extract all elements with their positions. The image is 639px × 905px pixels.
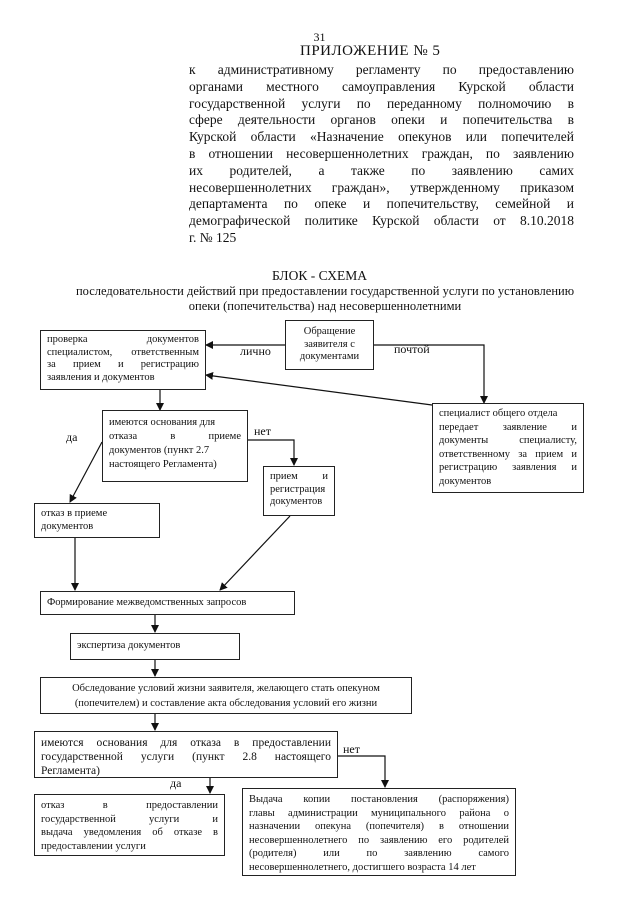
box-line: государственной услуги и: [41, 813, 218, 825]
appendix-text: к административному регламенту по предос…: [189, 62, 574, 247]
box-refusal-grounds-1: имеются основания для отказа в приеме до…: [102, 410, 248, 482]
box-line: (попечителем) и составление акта обследо…: [74, 698, 378, 709]
arrow-grounds2-no: [338, 755, 389, 788]
page-number: 31: [313, 30, 326, 44]
box-resolution-issue: Выдача копии постановления (распоряжения…: [242, 788, 516, 876]
appendix-line: к административному регламенту по предос…: [189, 62, 574, 77]
box-line: (родителя) или по заявлению самого: [249, 848, 509, 859]
arrow-reception-to-interagency: [219, 515, 291, 591]
box-line: назначении опекуна (попечителя) в отноше…: [249, 821, 509, 832]
scheme-subtitle-line: последовательности действий при предоста…: [75, 284, 575, 298]
box-line: специалистом, ответственным: [47, 346, 199, 358]
box-line: документы специалисту,: [439, 435, 577, 446]
arrow-grounds-yes: [69, 441, 103, 503]
scheme-title: БЛОК - СХЕМА: [272, 268, 367, 283]
box-line: экспертиза документов: [77, 640, 181, 651]
box-document-check: проверка документов специалистом, ответс…: [40, 330, 206, 390]
box-line: отказа в приеме: [109, 431, 241, 442]
box-line: Формирование межведомственных запросов: [47, 597, 247, 608]
appendix-line: Курской области «Назначение опекунов или…: [189, 129, 574, 145]
appendix-line: в отношении несовершеннолетних граждан, …: [189, 145, 574, 161]
box-line: ответственному за прием и: [439, 448, 577, 460]
box-line: передает заявление и: [439, 421, 577, 433]
scheme-subtitle: последовательности действий при предоста…: [60, 284, 590, 314]
box-line: Выдача копии постановления (распоряжения…: [249, 794, 509, 805]
box-line: документов: [41, 521, 94, 532]
box-line: регистрацию заявления и: [439, 462, 577, 473]
box-line: имеются основания для отказа в предостав…: [41, 737, 331, 749]
box-general-specialist: специалист общего отдела передает заявле…: [432, 403, 584, 493]
label-no-1: нет: [254, 424, 271, 438]
box-service-refusal: отказ в предоставлении государственной у…: [34, 794, 225, 856]
box-line: проверка документов: [47, 334, 199, 345]
arrow-grounds-no: [248, 439, 298, 466]
box-line: отказ в предоставлении: [41, 800, 218, 811]
box-line: предоставлении услуги: [41, 840, 146, 852]
box-line: регистрация: [270, 483, 326, 495]
box-line: государственной услуги (пункт 2.8 настоя…: [41, 751, 331, 763]
box-refusal-grounds-2: имеются основания для отказа в предостав…: [34, 731, 338, 778]
box-appeal: Обращение заявителя с документами: [285, 320, 374, 370]
box-line: документов: [270, 496, 323, 507]
box-line: отказ в приеме: [41, 508, 108, 519]
box-line: несовершеннолетнего по заявлению его род…: [249, 834, 509, 846]
box-line: заявителя с: [304, 338, 355, 350]
appendix-line: их родителей, а также по заявлению самих: [189, 162, 574, 178]
box-reception-refusal: отказ в приеме документов: [34, 503, 160, 538]
label-by-mail: почтой: [394, 342, 430, 356]
box-line: Обследование условий жизни заявителя, же…: [72, 683, 380, 694]
arrow-by-mail: [374, 344, 488, 404]
appendix-line: департамента по опеке и попечительству, …: [189, 196, 574, 212]
appendix-line: сфере деятельности органов опеки и попеч…: [189, 112, 574, 128]
box-line: прием и: [270, 471, 328, 482]
box-line: документов (пункт 2.7: [109, 445, 210, 456]
box-line: за прием и регистрацию: [47, 359, 199, 370]
box-reception-registration: прием и регистрация документов: [263, 466, 335, 516]
box-line: специалист общего отдела: [439, 408, 558, 419]
label-yes-1: да: [66, 430, 78, 444]
appendix-line: государственной услуги по переданному по…: [189, 95, 574, 111]
box-line: настоящего Регламента): [109, 459, 217, 470]
appendix-line: г. № 125: [189, 229, 237, 245]
box-living-conditions-survey: Обследование условий жизни заявителя, же…: [40, 677, 412, 714]
box-line: заявления и документов: [47, 371, 155, 383]
box-line: документов: [439, 475, 492, 487]
arrow-specialist-to-check: [205, 371, 433, 406]
box-line: имеются основания для: [109, 417, 216, 428]
label-in-person: лично: [240, 344, 271, 358]
box-line: Регламента): [41, 765, 100, 777]
label-yes-2: да: [170, 776, 182, 790]
box-document-expertise: экспертиза документов: [70, 633, 240, 660]
appendix-title: ПРИЛОЖЕНИЕ № 5: [300, 43, 441, 59]
box-line: несовершеннолетнего, достигшего возраста…: [249, 861, 476, 873]
box-line: выдача уведомления об отказе в: [41, 827, 218, 838]
label-no-2: нет: [343, 742, 360, 756]
appendix-line: органами местного самоуправления Курской…: [189, 78, 574, 94]
scheme-subtitle-line: опеки (попечительства) над несовершеннол…: [188, 299, 462, 313]
box-interagency-requests: Формирование межведомственных запросов: [40, 591, 295, 615]
box-line: документами: [299, 351, 360, 362]
appendix-line: несовершеннолетних граждан», утвержденно…: [189, 179, 574, 195]
appendix-line: демографической политике Курской области…: [189, 213, 574, 229]
box-line: Обращение: [303, 326, 356, 337]
box-line: главы администрации муниципального район…: [249, 807, 509, 819]
